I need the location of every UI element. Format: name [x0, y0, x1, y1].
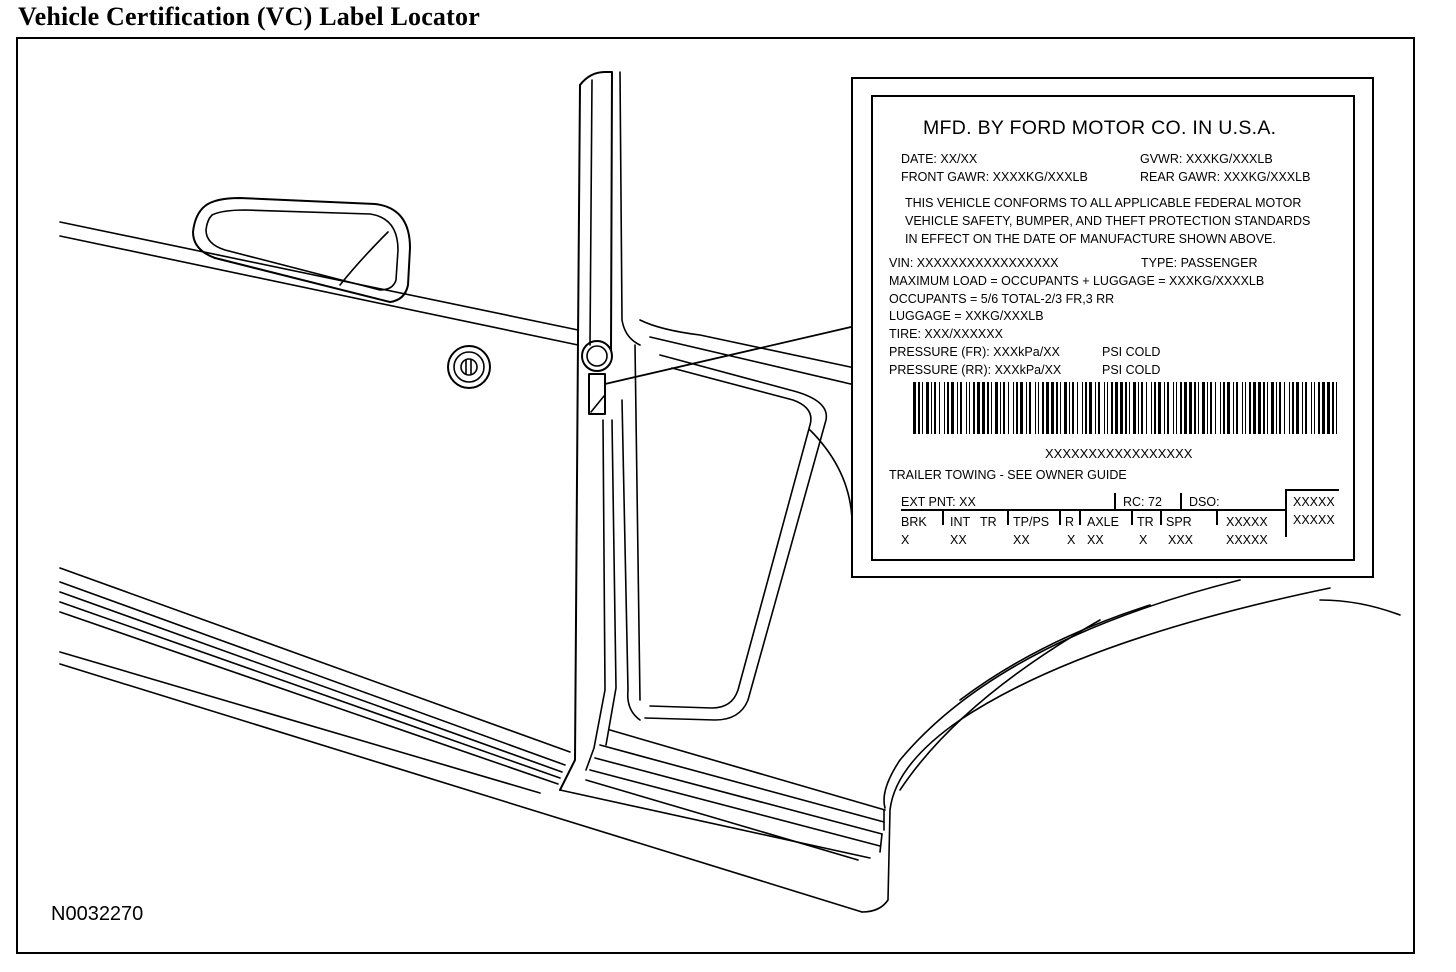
label-max-load: MAXIMUM LOAD = OCCUPANTS + LUGGAGE = XXX…	[889, 274, 1265, 288]
table-value-axle: XX	[1087, 533, 1104, 547]
label-pressure-fr: PRESSURE (FR): XXXkPa/XX	[889, 345, 1060, 359]
label-box-line2: XXXXX	[1293, 513, 1335, 527]
label-front-gawr: FRONT GAWR: XXXXKG/XXXLB	[901, 170, 1088, 184]
table-value-spr: XXX	[1168, 533, 1194, 547]
barcode	[913, 382, 1337, 434]
table-header-tp-ps: TP/PS	[1013, 515, 1050, 529]
table-value-tr2: X	[1139, 533, 1148, 547]
wheel-arch	[861, 579, 1331, 913]
door-lock	[447, 345, 491, 389]
label-header: MFD. BY FORD MOTOR CO. IN U.S.A.	[923, 117, 1277, 139]
page-title: Vehicle Certification (VC) Label Locator	[18, 2, 480, 31]
label-rc: RC: 72	[1123, 495, 1162, 509]
label-conform-line1: THIS VEHICLE CONFORMS TO ALL APPLICABLE …	[905, 196, 1302, 210]
barcode-text: XXXXXXXXXXXXXXXXX	[1045, 446, 1193, 461]
label-rear-gawr: REAR GAWR: XXXKG/XXXLB	[1140, 170, 1311, 184]
label-pressure-rr: PRESSURE (RR): XXXkPa/XX	[889, 363, 1062, 377]
label-dso: DSO:	[1189, 495, 1220, 509]
side-mirror	[192, 197, 411, 303]
label-box-line1: XXXXX	[1293, 495, 1335, 509]
label-date: DATE: XX/XX	[901, 152, 978, 166]
b-pillar	[559, 71, 641, 791]
table-header-xxxxx: XXXXX	[1226, 515, 1268, 529]
label-pressure-rr-cold: PSI COLD	[1102, 363, 1161, 377]
vc-label-callout: MFD. BY FORD MOTOR CO. IN U.S.A. DATE: X…	[851, 77, 1374, 578]
table-header-tr: TR	[980, 515, 997, 529]
table-header-brk: BRK	[901, 515, 927, 529]
table-header-spr: SPR	[1166, 515, 1192, 529]
label-gvwr: GVWR: XXXKG/XXXLB	[1140, 152, 1273, 166]
label-tire: TIRE: XXX/XXXXXX	[889, 327, 1003, 341]
label-type: TYPE: PASSENGER	[1141, 256, 1258, 270]
label-luggage: LUGGAGE = XXKG/XXXLB	[889, 309, 1044, 323]
table-value-r: X	[1067, 533, 1076, 547]
label-pressure-fr-cold: PSI COLD	[1102, 345, 1161, 359]
table-header-axle: AXLE	[1087, 515, 1119, 529]
label-occupants: OCCUPANTS = 5/6 TOTAL-2/3 FR,3 RR	[889, 292, 1115, 306]
vc-label-border: MFD. BY FORD MOTOR CO. IN U.S.A. DATE: X…	[871, 95, 1355, 561]
table-value-int-tr: XX	[950, 533, 967, 547]
table-header-r: R	[1065, 515, 1075, 529]
label-trailer: TRAILER TOWING - SEE OWNER GUIDE	[889, 468, 1127, 482]
label-ext-pnt: EXT PNT: XX	[901, 495, 976, 509]
table-value-xxxxx: XXXXX	[1226, 533, 1268, 547]
label-conform-line3: IN EFFECT ON THE DATE OF MANUFACTURE SHO…	[905, 232, 1276, 246]
figure-id: N0032270	[51, 903, 144, 925]
table-header-tr2: TR	[1137, 515, 1154, 529]
table-value-tp-ps: XX	[1013, 533, 1030, 547]
table-value-brk: X	[901, 533, 910, 547]
diagram-frame	[16, 37, 1415, 954]
table-header-int: INT	[950, 515, 971, 529]
label-conform-line2: VEHICLE SAFETY, BUMPER, AND THEFT PROTEC…	[905, 214, 1311, 228]
label-vin: VIN: XXXXXXXXXXXXXXXXX	[889, 256, 1059, 270]
